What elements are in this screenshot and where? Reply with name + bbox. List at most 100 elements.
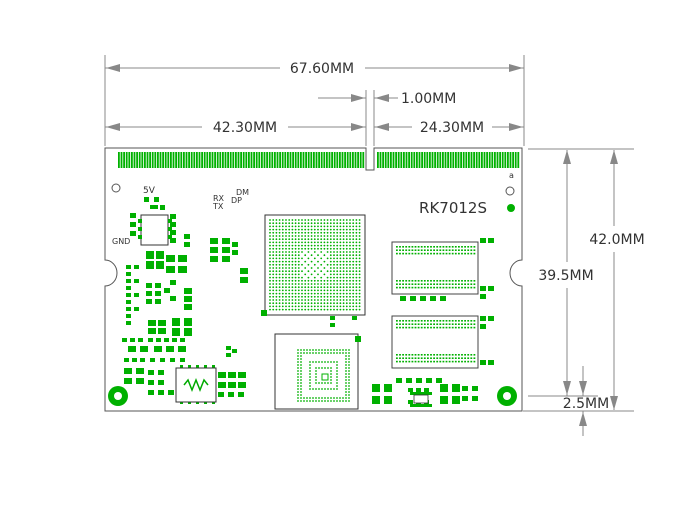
bga-ball (310, 260, 313, 263)
ddr-ball (423, 283, 426, 285)
dimension-labels: 67.60MM 1.00MM 42.30MM 24.30MM 42.0MM 39… (213, 61, 645, 412)
ddr-ball (420, 249, 423, 251)
inductor-symbol (183, 377, 209, 393)
ddr-ball (454, 354, 457, 356)
ddr-ball (473, 286, 476, 289)
bga-ball (336, 276, 339, 279)
bga-ball (300, 388, 302, 390)
bga-ball (318, 367, 320, 369)
bga-ball (336, 283, 339, 285)
bga-ball (336, 364, 338, 366)
ddr-ball (417, 286, 420, 289)
ddr-ball (470, 286, 473, 289)
bga-ball (333, 247, 335, 250)
bga-ball (269, 238, 271, 241)
bga-ball (285, 260, 287, 263)
bga-ball (327, 382, 329, 384)
smd-pad (155, 283, 161, 288)
bga-ball (339, 295, 342, 298)
edge-finger (377, 152, 379, 168)
bga-ball (349, 222, 351, 225)
bga-ball (336, 302, 339, 305)
smd-pad (148, 320, 156, 326)
smd-pad (184, 328, 192, 336)
ddr-ball (448, 326, 451, 329)
ddr-ball (433, 252, 435, 255)
bga-ball (313, 263, 316, 266)
edge-finger (431, 152, 434, 168)
bga-ball (300, 373, 302, 375)
bga-ball (329, 289, 332, 292)
ddr-ball (467, 354, 470, 356)
bga-ball (304, 228, 307, 231)
bga-ball (288, 295, 291, 298)
ddr-ball (427, 246, 429, 248)
bga-ball (320, 257, 323, 260)
ddr-ball (439, 252, 442, 255)
bga-ball (336, 397, 338, 399)
ddr-ball (423, 323, 426, 325)
bga-ball (269, 254, 271, 257)
bga-ball (281, 244, 284, 247)
bga-ball (300, 358, 302, 360)
bga-ball (300, 364, 302, 366)
ddr-ball (433, 357, 435, 359)
smd-pad (222, 247, 230, 253)
bga-ball (307, 247, 310, 250)
bga-ball (269, 231, 271, 234)
bga-ball (310, 295, 313, 298)
ddr-ball (396, 280, 398, 282)
bga-ball (313, 292, 316, 295)
ddr-ball (461, 283, 463, 285)
bga-ball (342, 273, 345, 276)
ddr-ball (448, 354, 451, 356)
edge-finger (229, 152, 232, 168)
ddr-ball (408, 320, 411, 322)
ddr-ball (414, 249, 417, 251)
ddr-ball (427, 323, 429, 325)
edge-finger (442, 152, 444, 168)
bga-ball (330, 373, 332, 375)
ddr-ball (414, 280, 417, 282)
ddr-ball (402, 283, 404, 285)
bga-ball (345, 251, 348, 253)
bga-ball (304, 286, 307, 289)
bga-ball (336, 308, 339, 311)
bga-ball (355, 276, 358, 279)
ddr-ball (399, 286, 401, 289)
ddr-ball (445, 360, 448, 363)
bga-ball (301, 276, 303, 279)
bga-ball (329, 260, 332, 263)
bga-ball (291, 235, 294, 237)
edge-finger (274, 152, 276, 168)
bga-ball (349, 292, 351, 295)
smd-pad (488, 286, 494, 291)
smd-pad (134, 293, 139, 297)
edge-finger (237, 152, 240, 168)
bga-ball (317, 225, 319, 228)
bga-ball (321, 349, 323, 351)
ddr-ball (473, 326, 476, 329)
bga-ball (304, 267, 307, 269)
ddr-ball (423, 320, 426, 322)
ddr-ball (467, 280, 470, 282)
smd-pad (126, 293, 131, 297)
bga-ball (352, 219, 355, 221)
bga-ball (342, 286, 345, 289)
bga-ball (348, 373, 350, 375)
bga-ball (309, 397, 311, 399)
ddr-ball (427, 357, 429, 359)
bga-ball (281, 279, 284, 282)
bga-ball (336, 225, 339, 228)
bga-ball (355, 219, 358, 221)
ddr-ball (414, 360, 417, 363)
smd-pad (472, 396, 478, 401)
ddr-ball (470, 326, 473, 329)
bga-ball (301, 286, 303, 289)
bga-ball (307, 276, 310, 279)
ddr-ball (454, 246, 457, 248)
smd-pad (222, 256, 230, 262)
smd-pad (184, 242, 190, 247)
bga-ball (275, 289, 278, 292)
bga-ball (301, 292, 303, 295)
